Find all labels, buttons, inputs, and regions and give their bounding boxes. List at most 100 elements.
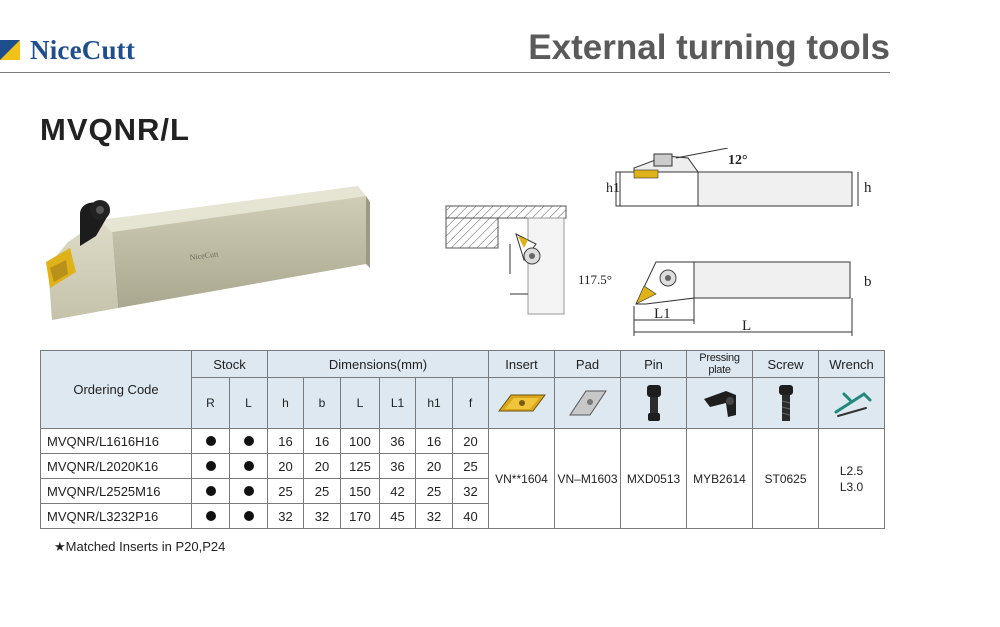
in-stock-dot-icon	[205, 485, 216, 496]
dim-b: 16	[303, 428, 341, 454]
dim-b: 25	[303, 478, 341, 504]
dim-L1: 42	[379, 478, 416, 504]
stock-l-cell	[229, 428, 268, 454]
screw-value: ST0625	[752, 428, 819, 529]
pressing-plate-icon	[703, 391, 736, 417]
tool-holder-photo: NiceCutt	[46, 186, 370, 320]
in-stock-dot-icon	[243, 435, 254, 446]
stock-l-cell	[229, 503, 268, 529]
dim-f-header: f	[452, 377, 489, 429]
cutting-diagram	[445, 205, 567, 315]
dim-h-header: h	[267, 377, 304, 429]
dim-b-header: b	[303, 377, 341, 429]
dim-h: 16	[267, 428, 304, 454]
dim-h1: 25	[415, 478, 453, 504]
screw-icon	[778, 385, 793, 421]
top-view-drawing: 117.5° L1 L b	[578, 261, 872, 336]
category-title: External turning tools	[528, 28, 890, 67]
pin-image-cell	[620, 377, 687, 429]
ordering-code: MVQNR/L3232P16	[40, 503, 192, 529]
ordering-code: MVQNR/L1616H16	[40, 428, 192, 454]
in-stock-dot-icon	[205, 460, 216, 471]
dim-b: 32	[303, 503, 341, 529]
table-row: MVQNR/L3232P16 32 32 170 45 32 40	[40, 503, 885, 529]
pin-icon	[646, 385, 661, 421]
pin-value: MXD0513	[620, 428, 687, 529]
header-divider	[0, 72, 890, 73]
dim-L1: 45	[379, 503, 416, 529]
stock-r-header: R	[191, 377, 230, 429]
side-view-drawing: 12° h1 h	[606, 148, 872, 207]
dim-h: 32	[267, 503, 304, 529]
stock-l-cell	[229, 453, 268, 479]
pad-value: VN–M1603	[554, 428, 621, 529]
side-angle-label: 117.5°	[578, 272, 612, 287]
dim-L-header: L	[340, 377, 380, 429]
stock-r-cell	[191, 478, 230, 504]
dimensions-header: Dimensions(mm)	[267, 350, 489, 378]
dim-L1: 36	[379, 428, 416, 454]
wrench-value: L2.5 L3.0	[818, 428, 885, 529]
ordering-code-header: Ordering Code	[40, 350, 192, 429]
dim-h: 20	[267, 453, 304, 479]
in-stock-dot-icon	[205, 510, 216, 521]
dim-h1: 16	[415, 428, 453, 454]
insert-header: Insert	[488, 350, 555, 378]
dim-f: 20	[452, 428, 489, 454]
ordering-code: MVQNR/L2525M16	[40, 478, 192, 504]
photo-brand-engraving: NiceCutt	[189, 249, 220, 262]
dim-f: 25	[452, 453, 489, 479]
insert-icon	[497, 394, 546, 412]
wrench-size-1: L2.5	[839, 463, 864, 478]
stock-l-cell	[229, 478, 268, 504]
wrench-icon	[834, 392, 871, 417]
stock-r-cell	[191, 428, 230, 454]
brand-logo: NiceCutt	[0, 34, 136, 65]
product-model: MVQNR/L	[40, 112, 190, 147]
pad-image-cell	[554, 377, 621, 429]
table-row: MVQNR/L1616H16 16 16 100 36 16 20 VN**16…	[40, 428, 885, 529]
pressing-plate-image-cell	[686, 377, 753, 429]
dim-L: 170	[340, 503, 380, 529]
ordering-code: MVQNR/L2020K16	[40, 453, 192, 479]
dim-f: 40	[452, 503, 489, 529]
insert-image-cell	[488, 377, 555, 429]
wrench-image-cell	[818, 377, 885, 429]
wrench-size-2: L3.0	[839, 479, 864, 494]
pad-header: Pad	[554, 350, 621, 378]
dim-L: 150	[340, 478, 380, 504]
spec-table: Ordering Code Stock Dimensions(mm) Inser…	[40, 350, 885, 529]
dim-L1-header: L1	[379, 377, 416, 429]
pin-header: Pin	[620, 350, 687, 378]
wrench-header: Wrench	[818, 350, 885, 378]
in-stock-dot-icon	[243, 485, 254, 496]
h-label: h	[864, 180, 872, 196]
stock-header: Stock	[191, 350, 268, 378]
pressing-plate-value: MYB2614	[686, 428, 753, 529]
matched-inserts-note: ★Matched Inserts in P20,P24	[54, 539, 226, 554]
L-label: L	[742, 318, 751, 334]
L1-label: L1	[654, 306, 671, 322]
insert-value: VN**1604	[488, 428, 555, 529]
dim-h1-header: h1	[415, 377, 453, 429]
stock-r-cell	[191, 453, 230, 479]
dim-b: 20	[303, 453, 341, 479]
top-angle-label: 12°	[728, 153, 748, 168]
dim-L: 100	[340, 428, 380, 454]
pressing-plate-header: Pressing plate	[686, 350, 753, 378]
dim-L: 125	[340, 453, 380, 479]
screw-header: Screw	[752, 350, 819, 378]
brand-name: NiceCutt	[30, 34, 136, 65]
stock-l-header: L	[229, 377, 268, 429]
in-stock-dot-icon	[243, 510, 254, 521]
screw-image-cell	[752, 377, 819, 429]
logo-icon	[0, 40, 20, 60]
dim-L1: 36	[379, 453, 416, 479]
in-stock-dot-icon	[243, 460, 254, 471]
pad-icon	[568, 390, 607, 416]
stock-r-cell	[191, 503, 230, 529]
dim-h1: 32	[415, 503, 453, 529]
dim-f: 32	[452, 478, 489, 504]
in-stock-dot-icon	[205, 435, 216, 446]
h1-label: h1	[606, 181, 620, 196]
